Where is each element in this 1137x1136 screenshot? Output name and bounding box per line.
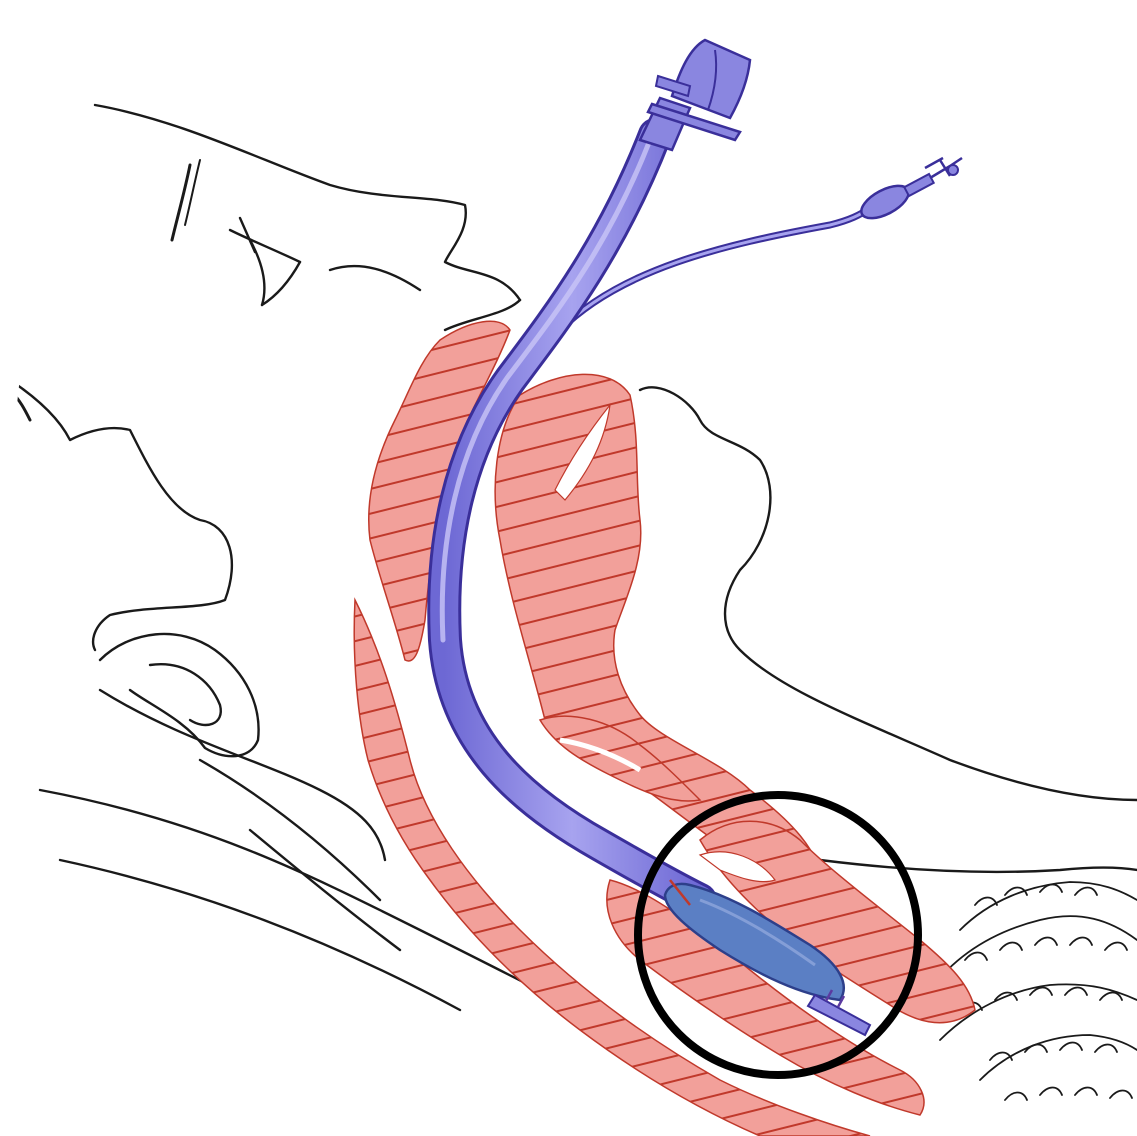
illustration-stage: [0, 0, 1137, 1136]
clipped-drawing: [0, 0, 1137, 1136]
intubation-illustration: [0, 0, 1137, 1136]
